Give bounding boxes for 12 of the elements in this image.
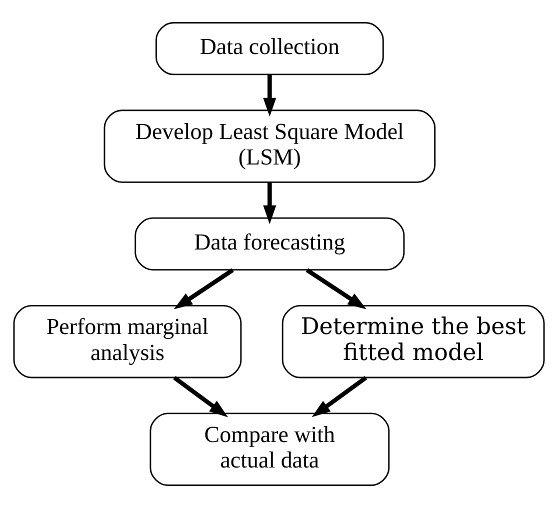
node-box: Determine the best fitted model	[282, 304, 545, 378]
arrow	[263, 74, 276, 116]
arrow	[263, 182, 276, 224]
arrow	[174, 268, 234, 309]
arrow	[306, 268, 366, 309]
arrow	[173, 375, 228, 417]
node-box: Compare with actual data	[150, 412, 390, 486]
node-box: Data collection	[155, 22, 384, 75]
node-box: Perform marginal analysis	[13, 304, 242, 378]
node-box: Data forecasting	[134, 216, 405, 270]
arrow	[312, 375, 368, 417]
node-box: Develop Least Square Model (LSM)	[104, 109, 436, 182]
